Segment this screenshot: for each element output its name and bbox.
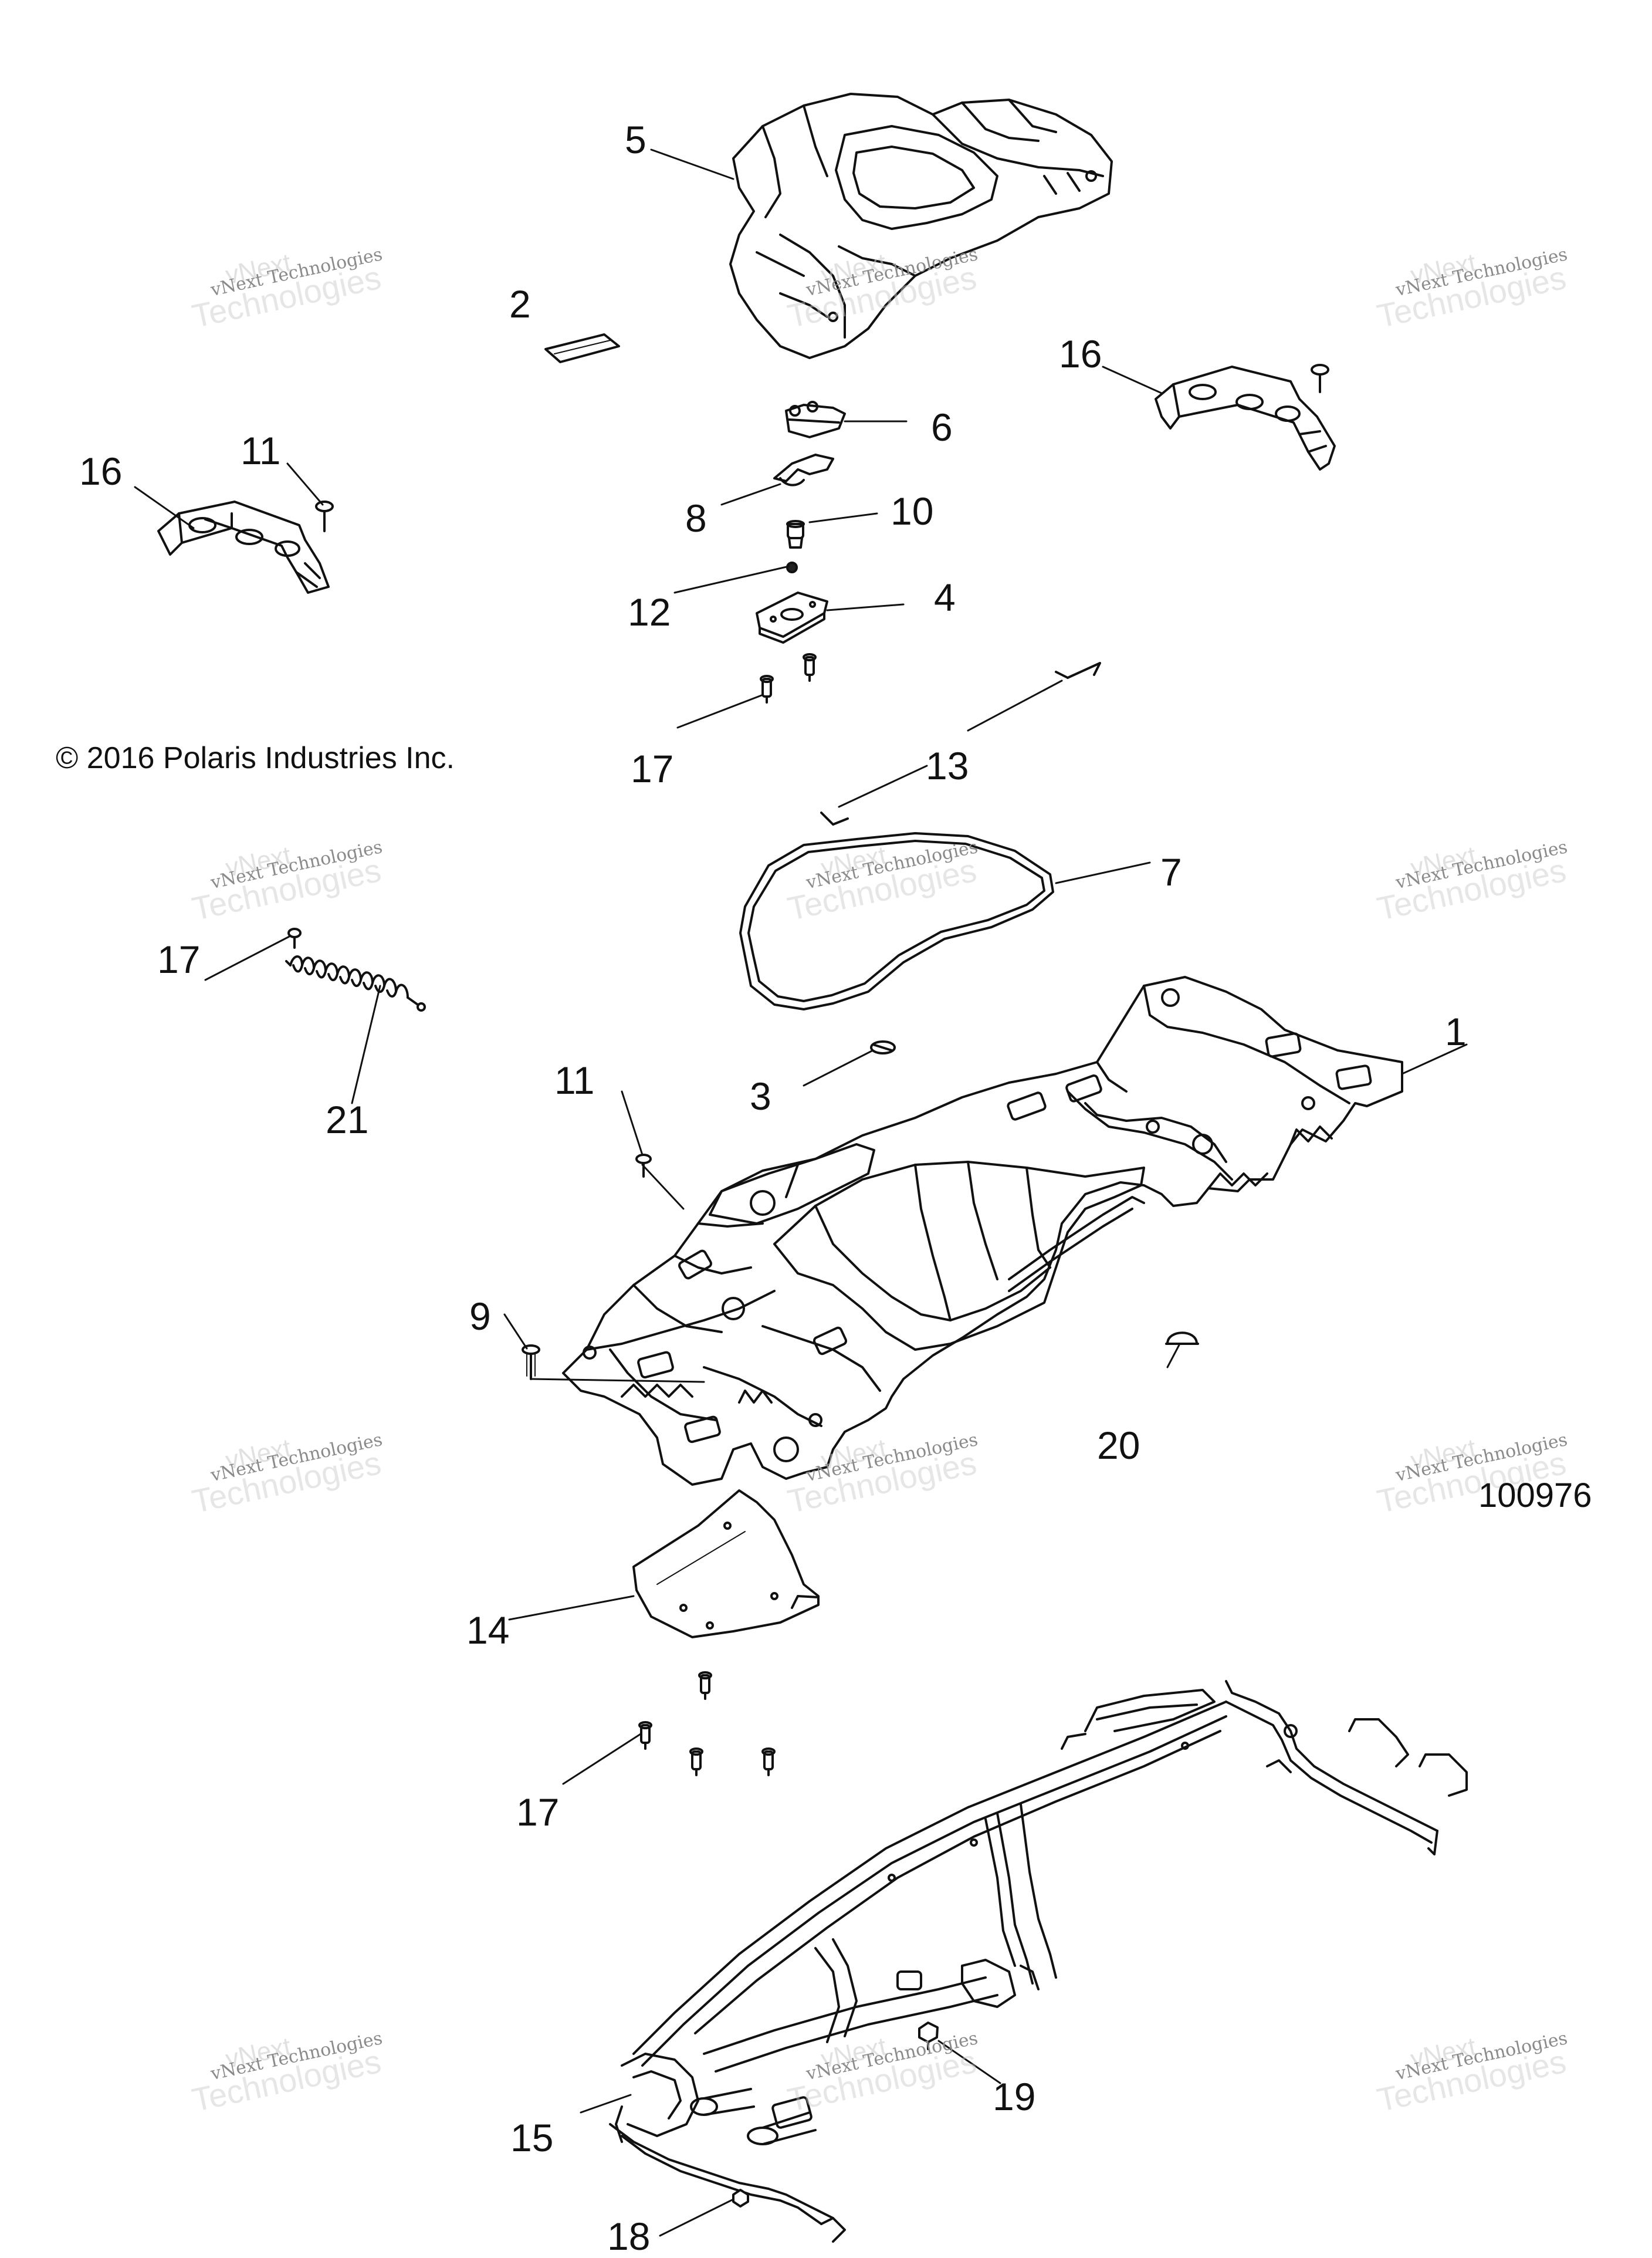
mounting-plate-part-4: [756, 591, 828, 644]
rear-frame-part-15: [609, 1680, 1468, 2243]
callout-10: 10: [891, 489, 934, 533]
callout-17-lower: 17: [516, 1790, 560, 1834]
gasket-part-7: [739, 832, 1054, 1010]
clip-part-8: [773, 454, 834, 486]
callout-18: 18: [607, 2215, 651, 2258]
callout-8: 8: [685, 496, 707, 540]
callout-15: 15: [510, 2116, 554, 2159]
callout-20: 20: [1097, 1424, 1140, 1467]
storage-lid-part-5: [729, 93, 1113, 359]
callout-11-upper: 11: [241, 429, 281, 472]
leader-lines: [134, 148, 1468, 2237]
plug-part-3: [870, 1040, 896, 1054]
callout-6: 6: [931, 405, 953, 449]
pin-part-9: [522, 1344, 540, 1380]
washer-part-12: [786, 562, 798, 573]
callout-13: 13: [926, 744, 969, 787]
screw-part-16-right: [1311, 364, 1329, 393]
bolt-part-19: [918, 2022, 939, 2050]
panel-part-14: [632, 1489, 820, 1638]
callout-2: 2: [509, 282, 531, 326]
rear-fender-body-part-1: [562, 976, 1403, 1486]
nut-part-18: [732, 2189, 749, 2208]
callout-17-upper: 17: [631, 747, 674, 790]
coiled-tether-part-21: [285, 955, 426, 1012]
screw-part-17-left: [287, 928, 302, 949]
rack-bracket-right-part-16: [1155, 366, 1336, 471]
callout-14: 14: [466, 1608, 510, 1652]
callout-4: 4: [934, 576, 956, 619]
callout-21: 21: [326, 1098, 369, 1141]
callout-5: 5: [625, 118, 646, 161]
grommet-part-10: [786, 520, 805, 549]
copyright-notice: © 2016 Polaris Industries Inc.: [56, 741, 455, 775]
rack-bracket-left-part-16: [157, 501, 330, 594]
callout-19: 19: [993, 2075, 1036, 2118]
callout-12: 12: [628, 590, 671, 634]
cap-part-20: [1165, 1331, 1199, 1345]
screws-part-17-lower: [638, 1671, 776, 1776]
latch-part-6: [785, 401, 846, 438]
callout-16-right: 16: [1059, 332, 1102, 376]
decal-part-2: [544, 333, 620, 363]
diagram-part-number: 100976: [1478, 1476, 1592, 1515]
screw-part-11-upper: [315, 501, 334, 532]
callout-1: 1: [1445, 1010, 1467, 1053]
callout-9: 9: [469, 1294, 491, 1338]
callout-7: 7: [1160, 850, 1182, 894]
callout-16-left: 16: [79, 449, 123, 493]
callout-17-left: 17: [157, 938, 201, 981]
callout-3: 3: [750, 1074, 771, 1118]
screws-part-17-upper: [760, 653, 817, 704]
wire-part-13: [820, 662, 1101, 826]
callout-11-lower: 11: [554, 1059, 595, 1102]
